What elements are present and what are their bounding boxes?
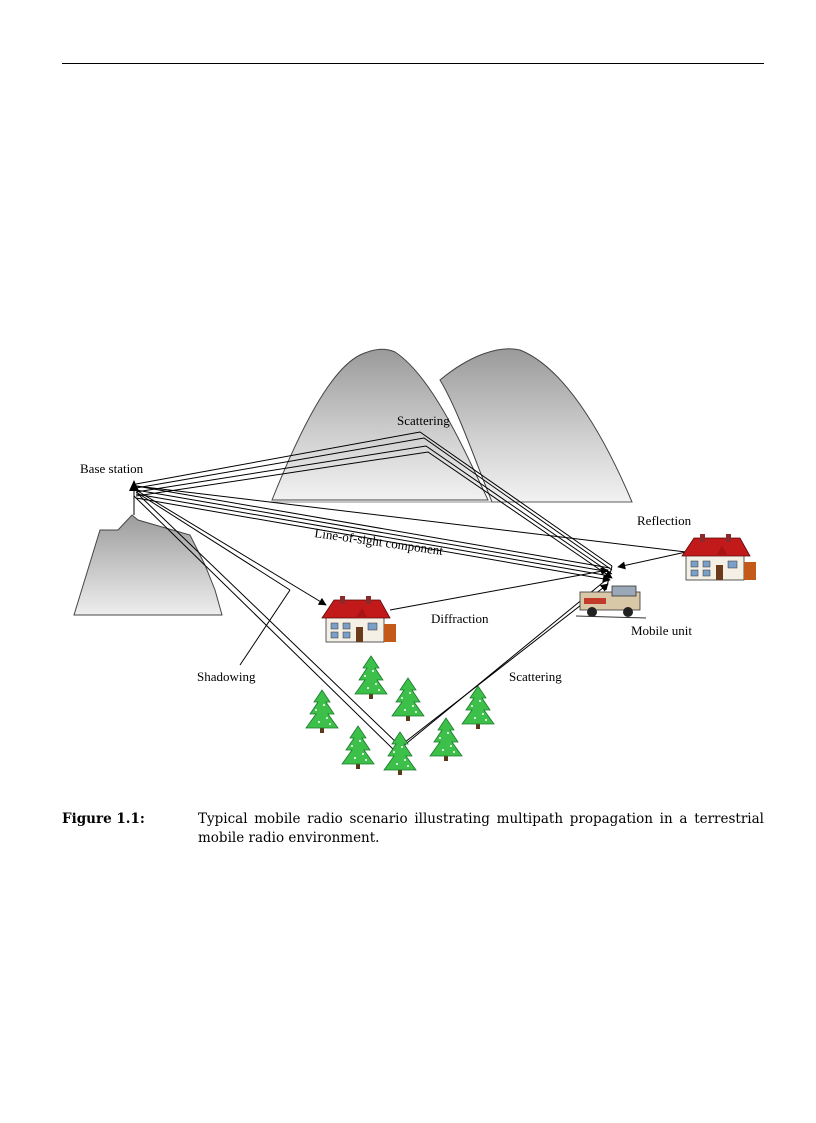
multipath-diagram: Base station Scattering Reflection Line-… (73, 348, 757, 776)
diffraction-ray-in (135, 489, 327, 606)
mountain-right (439, 348, 633, 503)
header-rule (62, 63, 764, 64)
tree-2 (391, 677, 425, 722)
label-mobile-unit: Mobile unit (631, 623, 692, 638)
diffraction-ray-out (389, 567, 609, 611)
reflection-ray-in (135, 485, 687, 553)
tree-1 (354, 655, 388, 700)
label-shadowing: Shadowing (197, 669, 256, 684)
reflection-ray-out (617, 551, 687, 570)
house-reflection (681, 533, 757, 581)
tree-3 (305, 689, 339, 734)
shadowing-pointer (239, 589, 291, 666)
caption-text: Typical mobile radio scenario illustrati… (198, 811, 764, 846)
mobile-unit-truck (575, 585, 647, 619)
label-scattering-bottom: Scattering (509, 669, 562, 684)
label-base-station: Base station (80, 461, 144, 476)
rock-hill (73, 514, 223, 616)
house-diffraction (321, 595, 397, 643)
caption-label: Figure 1.1: (62, 811, 145, 827)
label-scattering-top: Scattering (397, 413, 450, 428)
label-line-of-sight: Line-of-sight component (314, 525, 445, 558)
tree-7 (383, 731, 417, 776)
mobile-antenna (605, 565, 613, 591)
line-of-sight-rays (135, 485, 611, 583)
label-reflection: Reflection (637, 513, 692, 528)
tree-6 (429, 717, 463, 762)
shadowing-ray (135, 491, 291, 591)
label-diffraction: Diffraction (431, 611, 489, 626)
tree-4 (461, 685, 495, 730)
base-station-antenna (129, 480, 139, 491)
tree-5 (341, 725, 375, 770)
